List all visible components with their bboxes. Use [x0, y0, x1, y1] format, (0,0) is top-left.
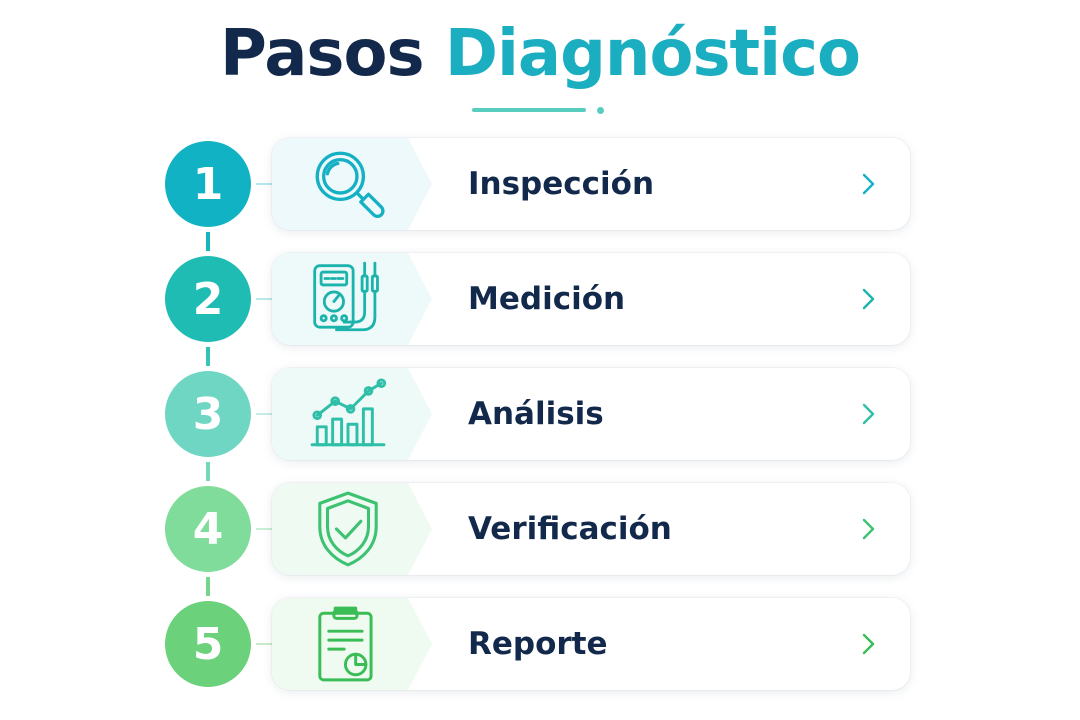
chevron-right-icon[interactable] [856, 632, 880, 656]
step-card-analisis[interactable]: Análisis [272, 368, 910, 460]
chevron-right-icon[interactable] [856, 402, 880, 426]
step-card-inspeccion[interactable]: Inspección [272, 138, 910, 230]
title-main: Pasos [220, 17, 425, 91]
step-number-badge: 2 [165, 256, 251, 342]
magnifier-icon [315, 151, 385, 218]
icon-panel [272, 138, 432, 230]
chevron-right-icon[interactable] [856, 172, 880, 196]
chevron-right-icon[interactable] [856, 517, 880, 541]
step-connector [240, 183, 274, 185]
shield-check-icon [318, 491, 378, 567]
icon-panel [272, 483, 432, 575]
step-3: 3 Análisis [0, 360, 1080, 470]
step-label: Medición [468, 281, 626, 317]
multimeter-icon [313, 261, 379, 332]
step-2: 2 Medición [0, 245, 1080, 355]
clipboard-report-icon [318, 606, 373, 682]
step-number-badge: 1 [165, 141, 251, 227]
icon-panel [272, 368, 432, 460]
step-4: 4 Verificación [0, 475, 1080, 585]
step-number-badge: 5 [165, 601, 251, 687]
title-dot [597, 107, 604, 114]
page-title: Pasos Diagnóstico [0, 14, 1080, 94]
step-connector [240, 528, 274, 530]
icon-panel [272, 253, 432, 345]
step-connector [240, 298, 274, 300]
step-number-badge: 4 [165, 486, 251, 572]
step-label: Inspección [468, 166, 655, 202]
step-card-medicion[interactable]: Medición [272, 253, 910, 345]
step-connector [240, 643, 274, 645]
step-label: Reporte [468, 626, 608, 662]
step-connector [240, 413, 274, 415]
step-label: Análisis [468, 396, 604, 432]
step-card-verificacion[interactable]: Verificación [272, 483, 910, 575]
step-1: 1 Inspección [0, 130, 1080, 240]
title-accent: Diagnóstico [444, 17, 861, 91]
step-card-reporte[interactable]: Reporte [272, 598, 910, 690]
icon-panel [272, 598, 432, 690]
step-5: 5 Reporte [0, 590, 1080, 700]
step-number-badge: 3 [165, 371, 251, 457]
bar-chart-icon [310, 378, 387, 447]
title-underline [472, 108, 586, 112]
chevron-right-icon[interactable] [856, 287, 880, 311]
step-label: Verificación [468, 511, 672, 547]
